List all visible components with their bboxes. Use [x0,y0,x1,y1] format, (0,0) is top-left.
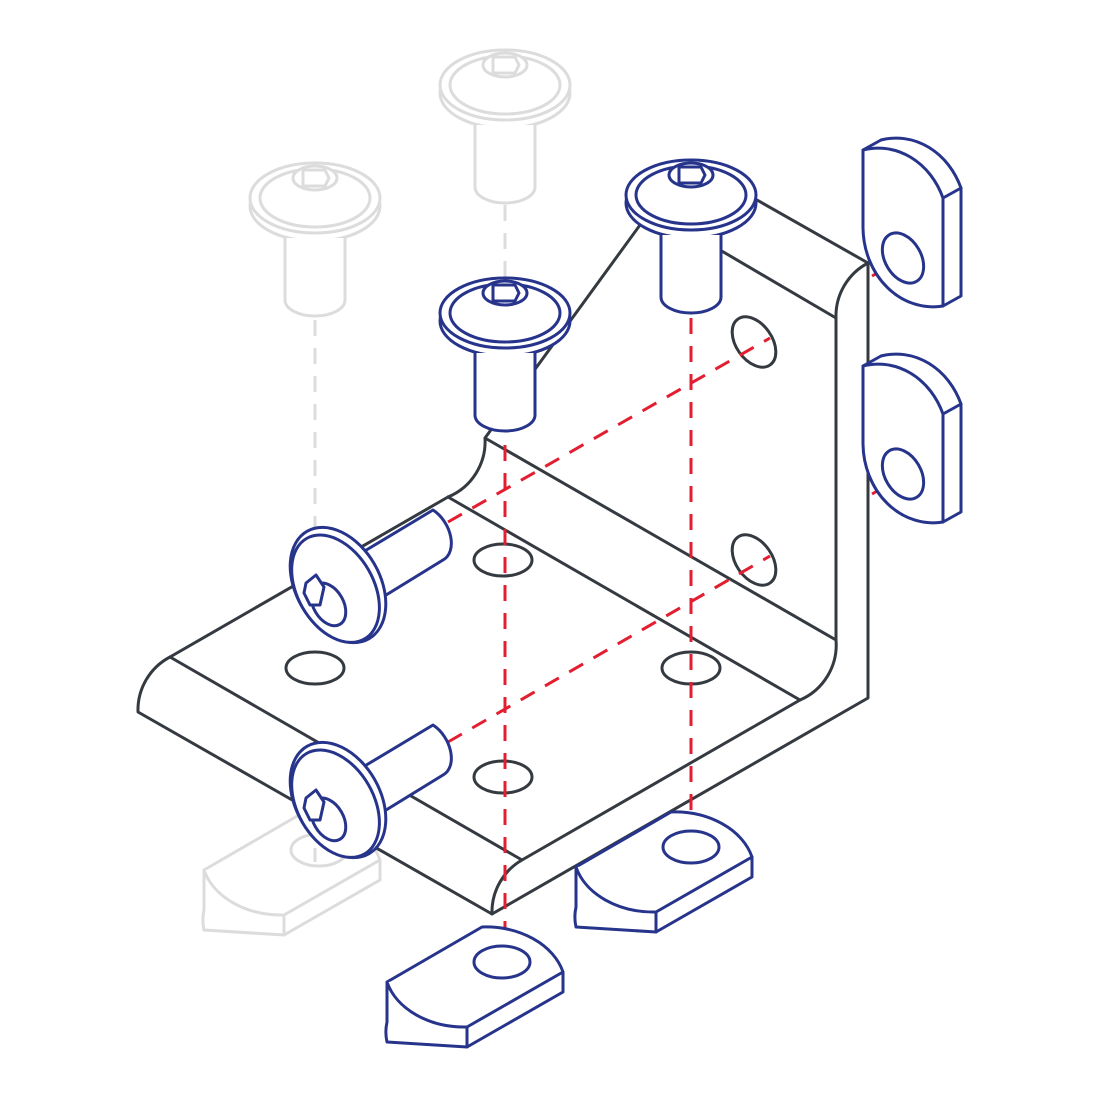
tnut-bottom-front [384,925,565,1049]
assembly-axis-lines [447,250,916,975]
ghost-screw-left [248,161,382,318]
tnut-wall-bottom [861,352,963,525]
base-hole [284,650,346,686]
ghost-screw-center [438,48,572,205]
base-hole [472,542,534,578]
tnut-wall-top [861,136,963,309]
base-hole [472,759,534,795]
